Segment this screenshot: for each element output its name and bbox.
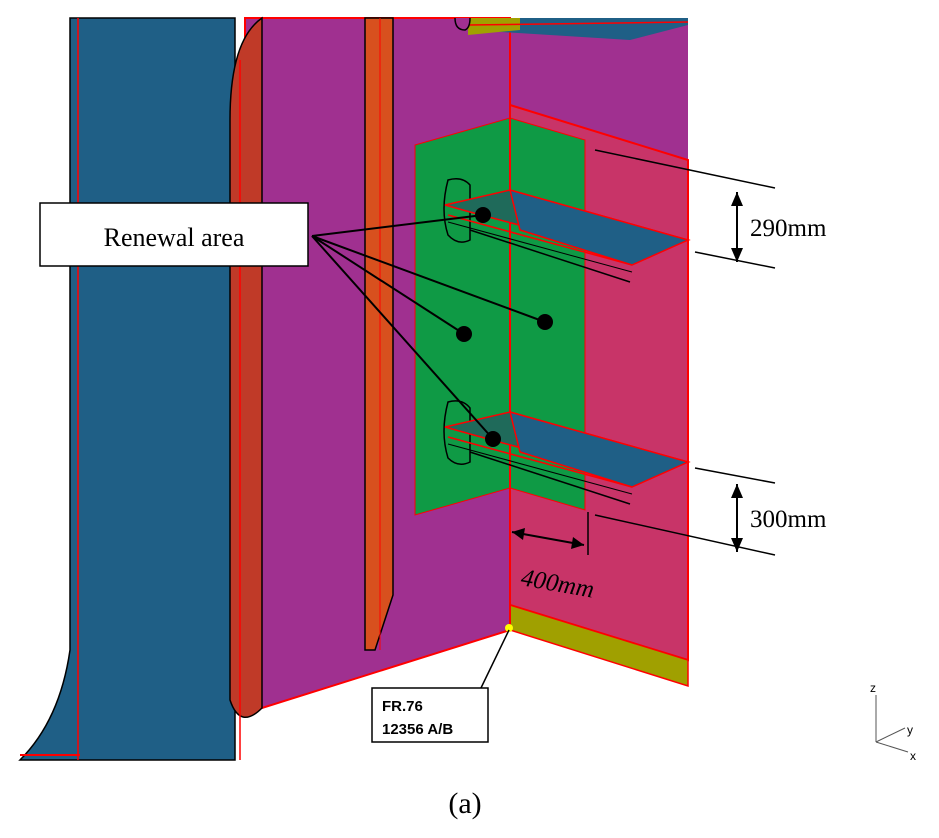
frame-tag-line2: 12356 A/B bbox=[382, 721, 453, 738]
renewal-marker-3 bbox=[456, 326, 472, 342]
dimension-lower: 300mm bbox=[594, 467, 827, 556]
figure-caption: (a) bbox=[448, 787, 481, 820]
axis-triad: z y x bbox=[870, 681, 916, 763]
frame-tag: FR.76 12356 A/B bbox=[371, 624, 513, 743]
renewal-marker-2 bbox=[537, 314, 553, 330]
axis-z-label: z bbox=[870, 681, 876, 695]
axis-y-label: y bbox=[907, 723, 913, 737]
renewal-callout-box bbox=[39, 202, 309, 267]
renewal-marker-4 bbox=[485, 431, 501, 447]
dimension-upper: 290mm bbox=[594, 149, 827, 269]
web-plate-purple-upper bbox=[510, 18, 688, 160]
vertical-stiffener-orange bbox=[364, 17, 394, 651]
renewal-marker-1 bbox=[475, 207, 491, 223]
dimension-upper-label: 290mm bbox=[750, 215, 827, 242]
top-cutout bbox=[454, 17, 471, 31]
bulkhead-teal bbox=[18, 17, 236, 761]
renewal-callout-label: Renewal area bbox=[104, 223, 245, 252]
dimension-lower-label: 300mm bbox=[750, 506, 827, 533]
renewal-callout: Renewal area bbox=[39, 202, 553, 447]
frame-tag-box bbox=[371, 687, 489, 743]
frame-point bbox=[505, 624, 513, 632]
bulkhead-flange-red bbox=[229, 16, 263, 718]
frame-tag-line1: FR.76 bbox=[382, 698, 423, 715]
axis-x-label: x bbox=[910, 749, 916, 763]
top-stiffener-olive bbox=[468, 18, 520, 35]
